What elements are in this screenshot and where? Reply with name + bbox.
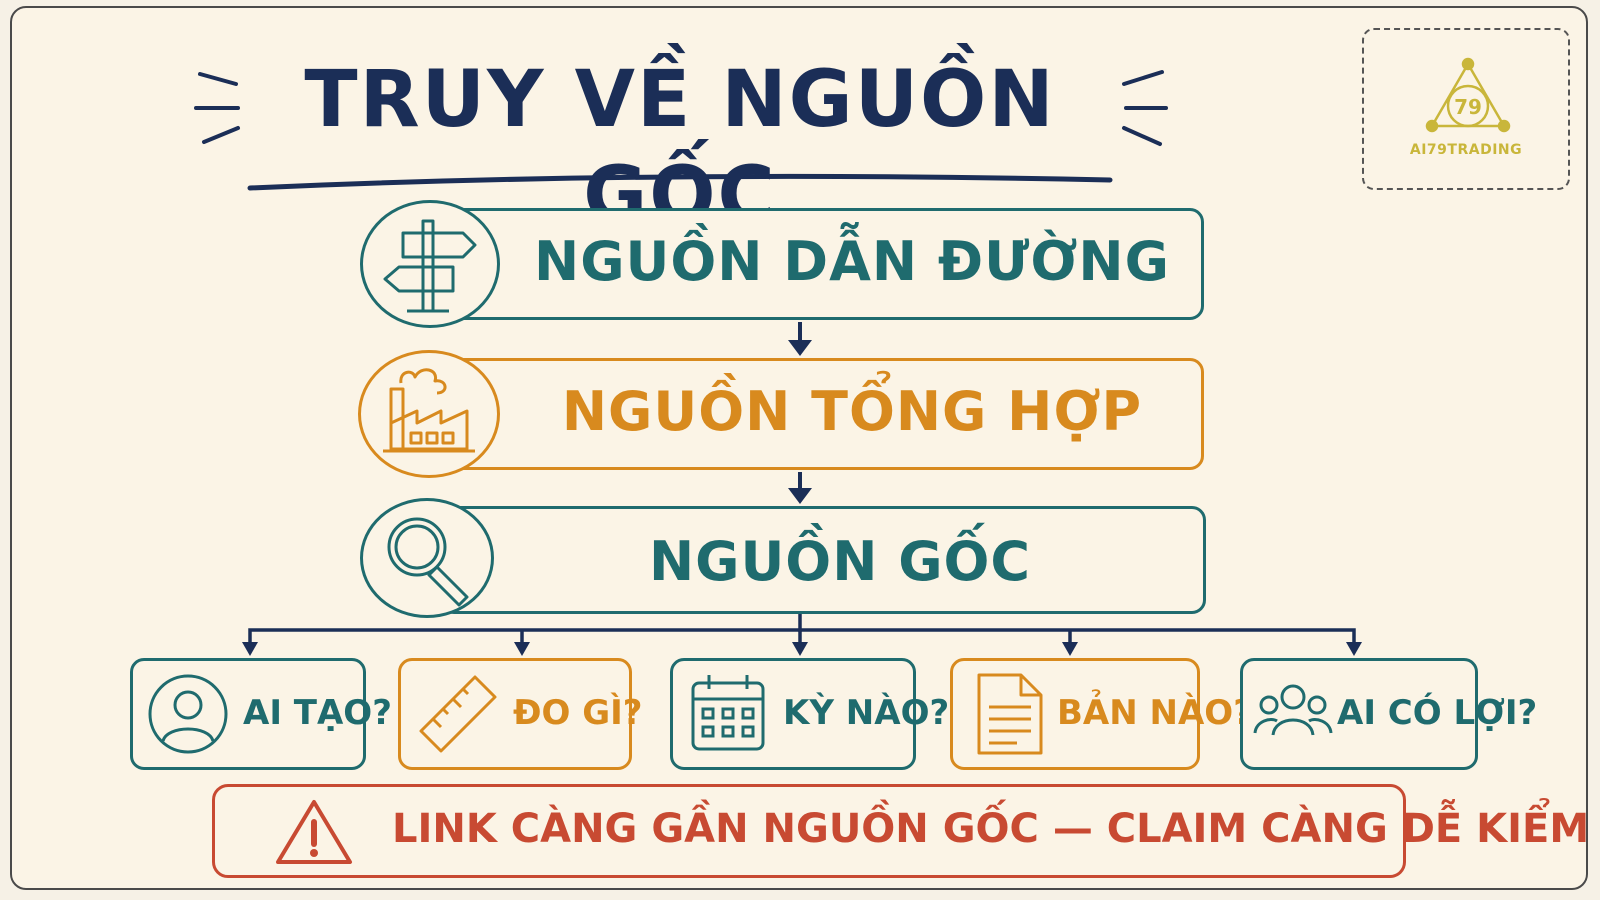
question-which-version: BẢN NÀO? — [950, 658, 1253, 770]
signpost-icon — [383, 219, 477, 313]
question-label: AI CÓ LỢI? — [1337, 693, 1538, 733]
warning-icon — [276, 800, 352, 864]
page-title: TRUY VỀ NGUỒN GỐC — [304, 55, 1056, 241]
question-what-measured: ĐO GÌ? — [398, 658, 643, 770]
question-label: AI TẠO? — [243, 693, 392, 733]
question-who-created: AI TẠO? — [130, 658, 392, 770]
question-which-period: KỲ NÀO? — [670, 658, 949, 770]
logo-mark-icon: 79 — [1425, 57, 1511, 133]
stage-label-aggregate: NGUỒN TỔNG HỢP — [561, 380, 1143, 443]
stage-icon-circle — [360, 498, 494, 618]
calendar-icon — [691, 675, 765, 751]
brand-logo: 79 AI79TRADING — [1362, 28, 1570, 190]
stage-icon-circle — [358, 350, 500, 478]
branch-arrowheads — [242, 642, 1362, 656]
stage-label-lead: NGUỒN DẪN ĐƯỜNG — [534, 230, 1170, 293]
person-icon — [148, 674, 228, 754]
warning-banner — [212, 784, 1406, 878]
logo-badge: 79 — [1454, 95, 1482, 119]
question-who-benefits: AI CÓ LỢI? — [1240, 658, 1537, 770]
stage-label-primary: NGUỒN GỐC — [648, 530, 1032, 593]
question-label: BẢN NÀO? — [1057, 693, 1253, 733]
group-icon — [1253, 684, 1333, 736]
title-burst-right — [1122, 70, 1168, 146]
stage-lead-source — [440, 208, 1204, 320]
question-label: ĐO GÌ? — [513, 693, 643, 733]
title-burst-left — [194, 72, 240, 144]
title-underline — [247, 173, 1113, 191]
logo-text: AI79TRADING — [1409, 142, 1523, 158]
question-label: KỲ NÀO? — [783, 693, 950, 733]
branch-connectors — [248, 614, 1356, 646]
magnifier-icon — [387, 517, 469, 607]
ruler-icon — [419, 675, 497, 753]
stage-icon-circle — [360, 200, 500, 328]
factory-icon — [383, 368, 475, 453]
stage-arrows — [788, 322, 812, 504]
warning-text: LINK CÀNG GẦN NGUỒN GỐC — CLAIM CÀNG DỄ … — [392, 806, 1590, 852]
stage-primary-source — [440, 506, 1206, 614]
document-icon — [977, 673, 1043, 755]
